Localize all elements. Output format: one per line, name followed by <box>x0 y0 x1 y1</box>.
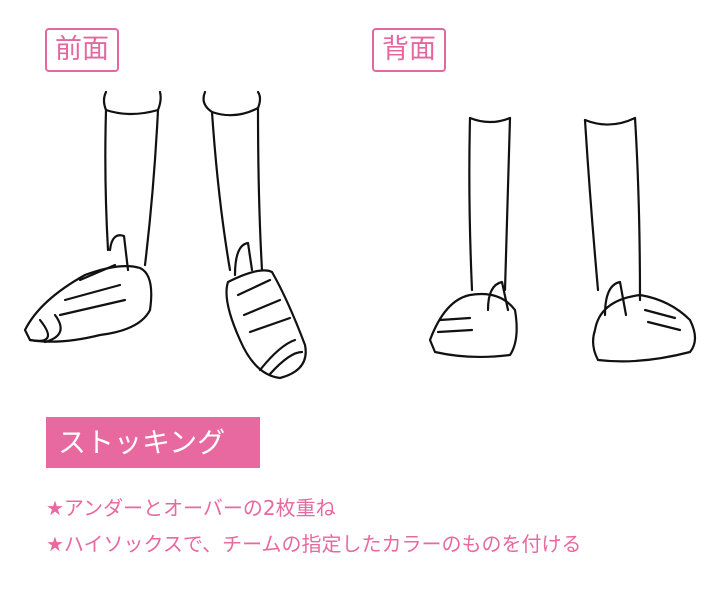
back-view-label: 背面 <box>372 28 446 72</box>
front-left-leg <box>23 90 162 344</box>
note-item: ★ハイソックスで、チームの指定したカラーのものを付ける <box>46 532 582 556</box>
back-right-leg <box>583 116 697 363</box>
front-right-leg <box>202 90 307 380</box>
front-view-label: 前面 <box>45 28 119 72</box>
note-item: ★アンダーとオーバーの2枚重ね <box>46 496 336 520</box>
section-title: ストッキング <box>46 417 260 468</box>
back-left-leg <box>428 116 518 358</box>
